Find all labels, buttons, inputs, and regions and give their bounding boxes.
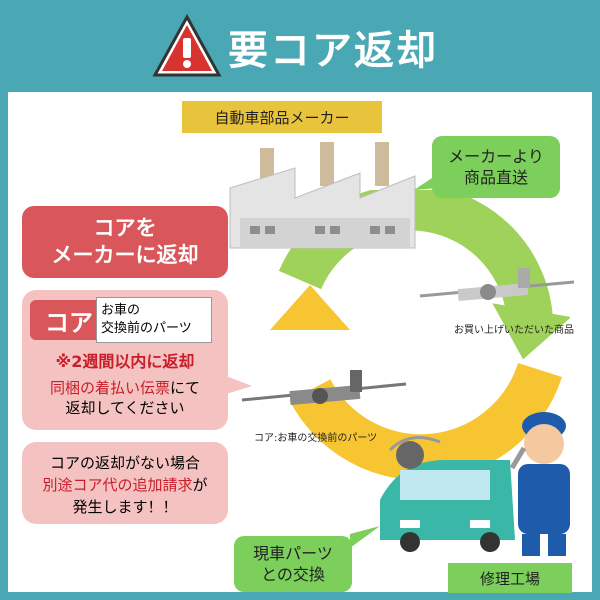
extra-charge-text: 別途コア代の追加請求 (42, 476, 193, 494)
core-desc: お車の 交換前のパーツ (96, 297, 212, 343)
purchased-caption: お買い上げいただいた商品 (454, 325, 574, 336)
core-steering-rack-illustration (241, 370, 407, 406)
core-badge: コア (30, 300, 108, 340)
return-instruction: 同梱の着払い伝票にて 返却してください (22, 378, 228, 418)
return-slip-text: 同梱の着払い伝票 (49, 379, 170, 397)
warning-box: コアの返却がない場合 別途コア代の追加請求が 発生します！！ (22, 442, 228, 524)
warning-triangle-icon (152, 14, 222, 77)
return-core-box: コアを メーカーに返却 (22, 206, 228, 278)
direct-ship-bubble: メーカーより 商品直送 (432, 136, 560, 198)
core-caption: コア:お車の交換前のパーツ (254, 433, 378, 444)
deadline-text: ※2週間以内に返却 (55, 352, 195, 371)
repair-shop-label: 修理工場 (448, 563, 572, 593)
return-core-line1: コアを (93, 216, 157, 240)
return-note-line2: 返却してください (65, 399, 185, 417)
direct-ship-line2: 商品直送 (463, 168, 528, 187)
new-steering-rack-illustration (419, 268, 575, 302)
exchange-line2: との交換 (261, 565, 325, 584)
direct-ship-line1: メーカーより (448, 147, 544, 166)
mechanic-illustration (509, 412, 570, 556)
core-desc-line2: 交換前のパーツ (101, 321, 192, 336)
broken-car-illustration (380, 436, 515, 552)
manufacturer-label: 自動車部品メーカー (182, 101, 382, 133)
exchange-bubble: 現車パーツ との交換 (234, 536, 352, 592)
exchange-line1: 現車パーツ (253, 544, 333, 563)
core-desc-line1: お車の (101, 303, 141, 318)
warning-line1: コアの返却がない場合 (49, 454, 200, 472)
warning-line3: 発生します！！ (72, 498, 178, 516)
page-title: 要コア返却 (228, 28, 438, 74)
factory-illustration (229, 142, 416, 249)
bubble-tail (414, 174, 438, 190)
return-core-line2: メーカーに返却 (51, 243, 199, 267)
header: 要コア返却 (0, 0, 600, 90)
bubble-tail (226, 376, 252, 394)
return-note-suffix: にて (170, 379, 201, 397)
warning-line2-suffix: が (192, 476, 208, 494)
core-info-box: コア お車の 交換前のパーツ ※2週間以内に返却 同梱の着払い伝票にて 返却して… (22, 290, 228, 430)
bubble-tail (350, 526, 380, 548)
